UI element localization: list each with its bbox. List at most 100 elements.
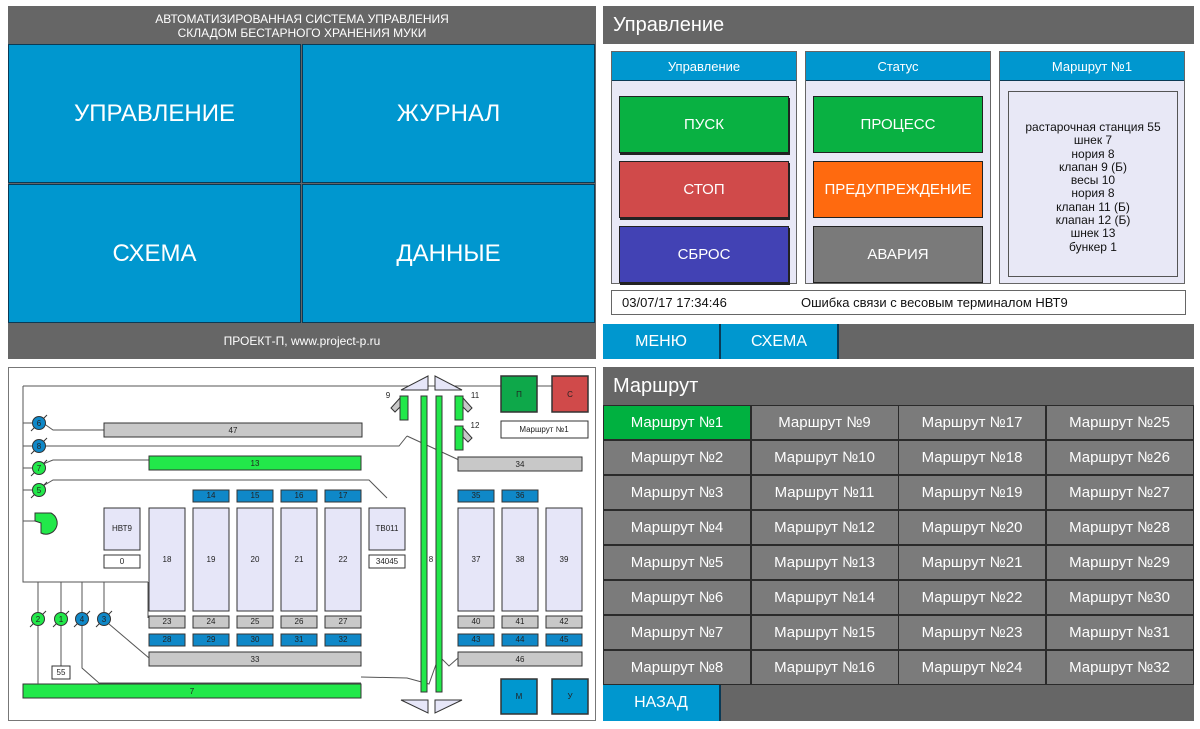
bin-19[interactable] — [192, 507, 230, 612]
route-button[interactable]: Маршрут №24 — [898, 650, 1046, 685]
feeder-24[interactable] — [192, 615, 230, 629]
diverter-11[interactable] — [454, 395, 464, 421]
route-button[interactable]: Маршрут №30 — [1045, 580, 1194, 615]
feeder-40[interactable] — [457, 615, 495, 629]
gate-15[interactable] — [236, 489, 274, 503]
gate-43[interactable] — [457, 633, 495, 647]
feeder-25[interactable] — [236, 615, 274, 629]
gate-17[interactable] — [324, 489, 362, 503]
gate-44[interactable] — [501, 633, 539, 647]
route-button[interactable]: Маршрут №4 — [603, 510, 751, 545]
bin-22[interactable] — [324, 507, 362, 612]
route-step: растарочная станция 55 — [1025, 120, 1161, 134]
schematic-menu-button[interactable] — [500, 678, 538, 715]
route-button[interactable]: Маршрут №15 — [750, 615, 899, 650]
route-button[interactable]: Маршрут №27 — [1045, 475, 1194, 510]
route-button[interactable]: Маршрут №18 — [898, 440, 1046, 475]
conveyor-33[interactable] — [148, 651, 362, 667]
route-button[interactable]: Маршрут №28 — [1045, 510, 1194, 545]
feeder-27[interactable] — [324, 615, 362, 629]
gate-36[interactable] — [501, 489, 539, 503]
bin-38[interactable] — [501, 507, 539, 612]
nav-menu-button[interactable]: МЕНЮ — [603, 324, 721, 359]
gate-31[interactable] — [280, 633, 318, 647]
route-button[interactable]: Маршрут №26 — [1045, 440, 1194, 475]
valve-1[interactable] — [54, 612, 68, 626]
reset-button[interactable]: СБРОС — [619, 226, 789, 283]
route-button[interactable]: Маршрут №1 — [603, 405, 751, 440]
elevator-leg-up[interactable] — [420, 395, 428, 693]
route-column-title: Маршрут №1 — [1000, 52, 1184, 81]
route-button[interactable]: Маршрут №23 — [898, 615, 1046, 650]
route-button[interactable]: Маршрут №20 — [898, 510, 1046, 545]
route-button[interactable]: Маршрут №17 — [898, 405, 1046, 440]
gate-14[interactable] — [192, 489, 230, 503]
route-button[interactable]: Маршрут №19 — [898, 475, 1046, 510]
valve-4[interactable] — [75, 612, 89, 626]
gate-label: 43 — [472, 635, 481, 644]
valve-8[interactable] — [32, 439, 46, 453]
route-button[interactable]: Маршрут №21 — [898, 545, 1046, 580]
schematic-start-label: П — [516, 390, 522, 399]
conveyor-13[interactable] — [148, 455, 362, 471]
system-title-line2: СКЛАДОМ БЕСТАРНОГО ХРАНЕНИЯ МУКИ — [177, 26, 427, 40]
schematic-start-button[interactable] — [500, 375, 538, 413]
route-button[interactable]: Маршрут №11 — [750, 475, 899, 510]
gate-29[interactable] — [192, 633, 230, 647]
conveyor-47[interactable] — [103, 422, 363, 438]
gate-30[interactable] — [236, 633, 274, 647]
route-button[interactable]: Маршрут №16 — [750, 650, 899, 685]
bin-39[interactable] — [545, 507, 583, 612]
menu-tile-scheme[interactable]: СХЕМА — [8, 184, 301, 323]
schematic-control-button[interactable] — [551, 678, 589, 715]
feeder-42[interactable] — [545, 615, 583, 629]
feeder-23[interactable] — [148, 615, 186, 629]
schematic-stop-button[interactable] — [551, 375, 589, 413]
menu-tile-journal[interactable]: ЖУРНАЛ — [302, 44, 595, 183]
gate-45[interactable] — [545, 633, 583, 647]
route-button[interactable]: Маршрут №14 — [750, 580, 899, 615]
valve-5[interactable] — [32, 483, 46, 497]
route-button[interactable]: Маршрут №9 — [750, 405, 899, 440]
gate-35[interactable] — [457, 489, 495, 503]
valve-2[interactable] — [31, 612, 45, 626]
diverter-9[interactable] — [399, 395, 409, 421]
route-button[interactable]: Маршрут №3 — [603, 475, 751, 510]
valve-6[interactable] — [32, 416, 46, 430]
bin-20[interactable] — [236, 507, 274, 612]
route-button[interactable]: Маршрут №6 — [603, 580, 751, 615]
conveyor-34[interactable] — [457, 456, 583, 472]
nav-scheme-button[interactable]: СХЕМА — [721, 324, 839, 359]
route-button[interactable]: Маршрут №32 — [1045, 650, 1194, 685]
valve-3[interactable] — [97, 612, 111, 626]
stop-button[interactable]: СТОП — [619, 161, 789, 218]
start-button[interactable]: ПУСК — [619, 96, 789, 153]
elevator-leg-down[interactable] — [435, 395, 443, 693]
menu-tile-data[interactable]: ДАННЫЕ — [302, 184, 595, 323]
gate-28[interactable] — [148, 633, 186, 647]
route-button[interactable]: Маршрут №2 — [603, 440, 751, 475]
back-button[interactable]: НАЗАД — [603, 685, 721, 721]
feeder-26[interactable] — [280, 615, 318, 629]
conveyor-7[interactable] — [22, 683, 362, 699]
bin-21[interactable] — [280, 507, 318, 612]
route-button[interactable]: Маршрут №5 — [603, 545, 751, 580]
bin-37[interactable] — [457, 507, 495, 612]
route-button[interactable]: Маршрут №13 — [750, 545, 899, 580]
route-button[interactable]: Маршрут №10 — [750, 440, 899, 475]
feeder-41[interactable] — [501, 615, 539, 629]
diverter-12[interactable] — [454, 425, 464, 451]
route-button[interactable]: Маршрут №31 — [1045, 615, 1194, 650]
route-button[interactable]: Маршрут №29 — [1045, 545, 1194, 580]
valve-7[interactable] — [32, 461, 46, 475]
route-button[interactable]: Маршрут №22 — [898, 580, 1046, 615]
menu-tile-control[interactable]: УПРАВЛЕНИЕ — [8, 44, 301, 183]
bin-18[interactable] — [148, 507, 186, 612]
route-button[interactable]: Маршрут №7 — [603, 615, 751, 650]
route-button[interactable]: Маршрут №25 — [1045, 405, 1194, 440]
gate-16[interactable] — [280, 489, 318, 503]
route-button[interactable]: Маршрут №12 — [750, 510, 899, 545]
route-button[interactable]: Маршрут №8 — [603, 650, 751, 685]
gate-32[interactable] — [324, 633, 362, 647]
conveyor-46[interactable] — [457, 651, 583, 667]
